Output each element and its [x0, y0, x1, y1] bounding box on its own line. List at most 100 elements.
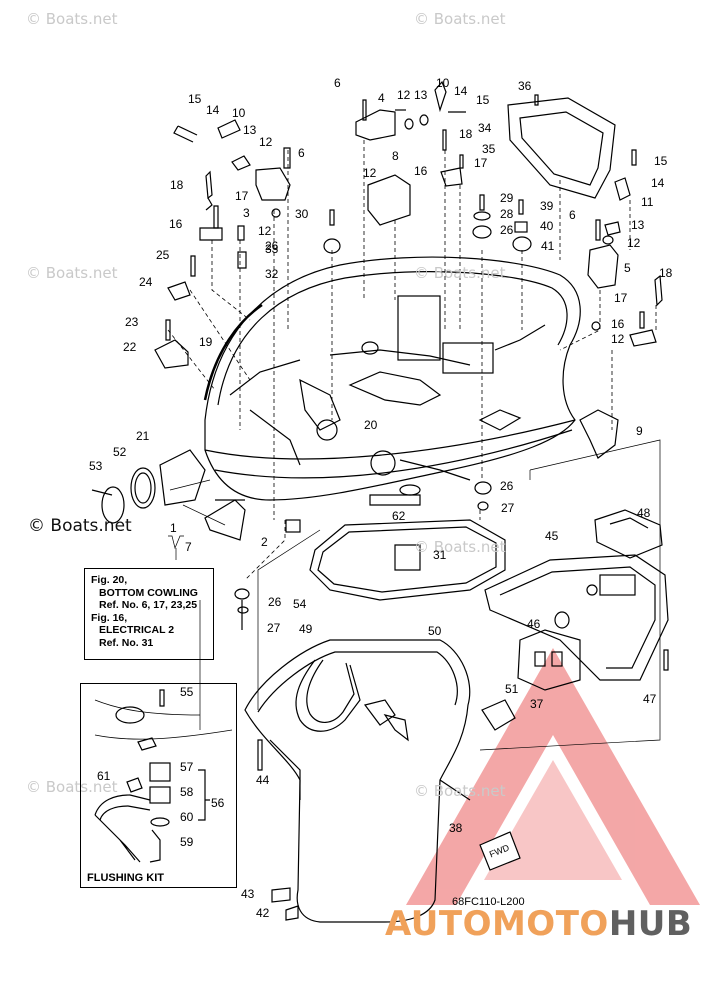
part-number-57: 57 [180, 760, 194, 774]
part-number-6c: 6 [569, 208, 576, 222]
part-number-47: 47 [643, 692, 657, 706]
part-number-49: 49 [299, 622, 313, 636]
logo-text-part2: HUB [608, 904, 693, 944]
part-number-43: 43 [241, 887, 255, 901]
part-number-45: 45 [545, 529, 559, 543]
figure-code: 68FC110-L200 [452, 896, 525, 908]
bottom-cowling-outline [204, 256, 581, 501]
part-number-15c: 15 [654, 154, 668, 168]
part-number-27b: 27 [267, 621, 281, 635]
part-number-26b: 26 [500, 223, 514, 237]
part-number-51: 51 [505, 682, 519, 696]
part-number-19: 19 [199, 335, 213, 349]
part-number-13b: 13 [414, 88, 428, 102]
automotohub-logo: AUTOMOTOHUB [385, 904, 692, 944]
reference-note-box: Fig. 20, BOTTOM COWLING Ref. No. 6, 17, … [84, 568, 214, 660]
part-number-3: 3 [243, 206, 250, 220]
part-number-30: 30 [295, 207, 309, 221]
part-number-12d: 12 [363, 166, 377, 180]
part-number-6b: 6 [298, 146, 305, 160]
part-number-16c: 16 [611, 317, 625, 331]
part-number-35: 35 [482, 142, 496, 156]
cowling-gasket [309, 519, 506, 601]
part-number-9: 9 [636, 424, 643, 438]
part-number-12f: 12 [611, 332, 625, 346]
part-number-4: 4 [378, 91, 385, 105]
part-number-33: 33 [265, 242, 279, 256]
part-number-6a: 6 [334, 76, 341, 90]
part-number-12c: 12 [397, 88, 411, 102]
part-number-24: 24 [139, 275, 153, 289]
part-number-11: 11 [641, 195, 654, 209]
part-number-58: 58 [180, 785, 194, 799]
part-number-13a: 13 [243, 123, 257, 137]
part-number-41: 41 [541, 239, 555, 253]
part-number-18b: 18 [459, 127, 473, 141]
part-number-25: 25 [156, 248, 170, 262]
part-number-14a: 14 [206, 103, 220, 117]
part-number-40: 40 [540, 219, 554, 233]
part-number-12b: 12 [258, 224, 272, 238]
part-number-20: 20 [364, 418, 378, 432]
part-number-12e: 12 [627, 236, 641, 250]
part-number-61: 61 [97, 769, 111, 783]
part-number-48: 48 [637, 506, 651, 520]
watermark: © Boats.net [414, 10, 506, 28]
part-number-17b: 17 [474, 156, 488, 170]
part-number-31: 31 [433, 548, 447, 562]
part-number-36: 36 [518, 79, 532, 93]
part-number-14c: 14 [651, 176, 665, 190]
part-number-17c: 17 [614, 291, 628, 305]
part-number-26c: 26 [500, 479, 514, 493]
watermark: © Boats.net [414, 782, 506, 800]
ref-line: BOTTOM COWLING [99, 586, 198, 599]
part-number-2: 2 [261, 535, 268, 549]
part-number-1: 1 [170, 521, 177, 535]
part-number-21: 21 [136, 429, 150, 443]
part-number-59: 59 [180, 835, 194, 849]
part-number-10b: 10 [436, 76, 450, 90]
part-number-32: 32 [265, 267, 279, 281]
watermark: © Boats.net [414, 538, 506, 556]
part-number-56: 56 [211, 796, 225, 810]
part-number-18a: 18 [170, 178, 184, 192]
part-number-50: 50 [428, 624, 442, 638]
mounting-plate [484, 554, 669, 681]
watermark-main: © Boats.net [28, 516, 132, 536]
watermark: © Boats.net [26, 778, 118, 796]
ref-line: ELECTRICAL 2 [99, 624, 175, 637]
part-number-39: 39 [540, 199, 554, 213]
part-number-60: 60 [180, 810, 194, 824]
part-number-18c: 18 [659, 266, 673, 280]
part-number-22: 22 [123, 340, 137, 354]
part-number-54: 54 [293, 597, 307, 611]
part-number-5: 5 [624, 261, 631, 275]
watermark: © Boats.net [414, 264, 506, 282]
part-number-15a: 15 [188, 92, 202, 106]
ref-line: Ref. No. 6, 17, 23,25 [99, 599, 198, 612]
part-number-44: 44 [256, 773, 270, 787]
part-number-13c: 13 [631, 218, 645, 232]
part-number-8: 8 [392, 149, 399, 163]
part-number-12a: 12 [259, 135, 273, 149]
ref-line: Ref. No. 31 [99, 636, 154, 649]
part-number-16a: 16 [169, 217, 183, 231]
part-number-27a: 27 [501, 501, 515, 515]
part-number-23: 23 [125, 315, 139, 329]
part-number-16b: 16 [414, 164, 428, 178]
part-number-29: 29 [500, 191, 514, 205]
part-number-26a: 26 [265, 239, 279, 253]
part-number-34: 34 [478, 121, 492, 135]
part-number-14b: 14 [454, 84, 468, 98]
part-number-7: 7 [185, 540, 192, 554]
flushing-kit-box [80, 683, 237, 888]
part-number-62: 62 [392, 509, 406, 523]
part-number-53: 53 [89, 459, 103, 473]
watermark: © Boats.net [26, 264, 118, 282]
ref-line: Fig. 20, [91, 574, 128, 586]
part-number-46: 46 [527, 617, 541, 631]
watermark: © Boats.net [26, 10, 118, 28]
part-number-55: 55 [180, 685, 194, 699]
part-number-37: 37 [530, 697, 544, 711]
part-number-52: 52 [113, 445, 127, 459]
